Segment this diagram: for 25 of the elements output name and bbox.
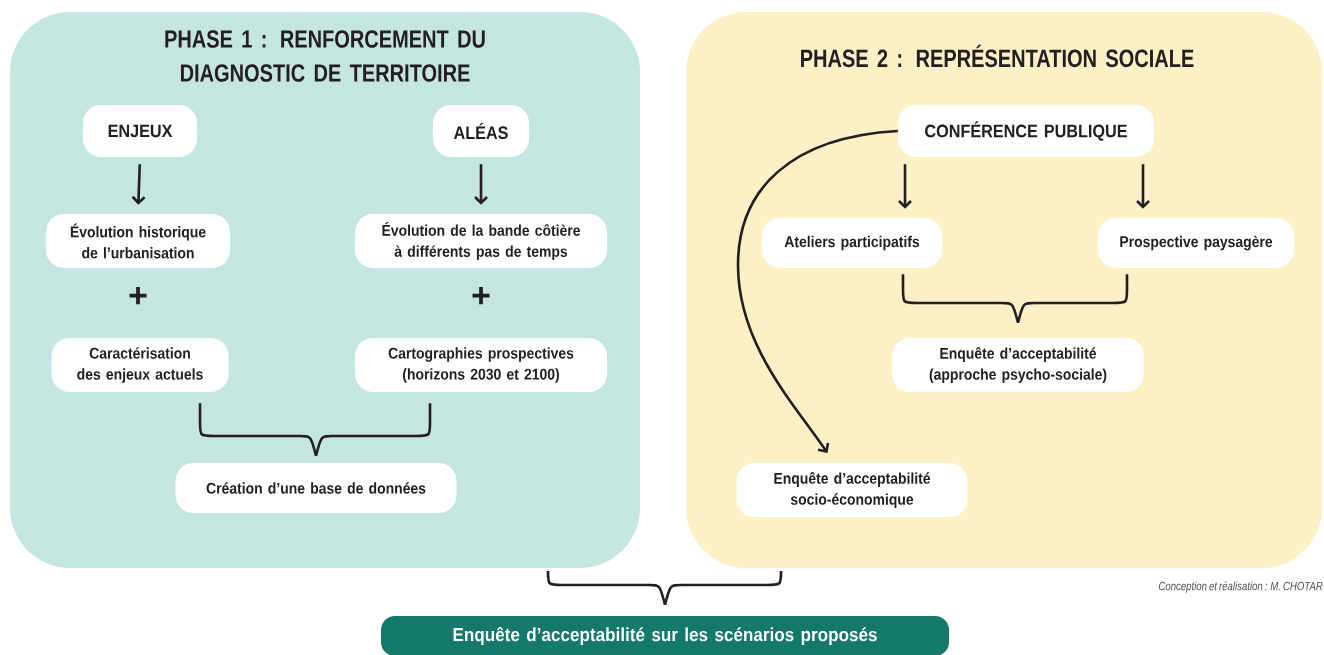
step-box: Ateliers participatifs [762, 218, 942, 268]
plus-sign: + [472, 287, 490, 305]
arrow [474, 164, 488, 205]
curved-arrow [736, 129, 898, 453]
step-box: Enquête d’acceptabilité (approche psycho-sociale) [892, 338, 1144, 392]
step-box: Prospective paysagère [1098, 218, 1294, 268]
result-box: Enquête d’acceptabilité sur les scénarios proposés [381, 616, 949, 655]
step-box: Cartographies prospectives (horizons 2030 et 2100) [355, 338, 607, 392]
arrow [131, 164, 146, 205]
credit-note: Conception et réalisation : M. CHOTAR [1158, 581, 1323, 593]
brace-connector [1016, 274, 1129, 324]
arrow [1136, 164, 1150, 209]
heading-box: ENJEUX [83, 105, 197, 157]
step-box: Évolution de la bande côtière à différents pas de temps [355, 214, 607, 268]
heading-box: CONFÉRENCE PUBLIQUE [898, 105, 1154, 157]
plus-sign: + [129, 287, 147, 305]
brace-connector [901, 274, 1020, 324]
step-box: Création d’une base de données [175, 463, 457, 513]
heading-box: ALÉAS [433, 105, 529, 157]
step-box: Enquête d’acceptabilité socio-économique [736, 463, 968, 517]
brace-connector [198, 403, 318, 457]
step-box: Caractérisation des enjeux actuels [51, 338, 229, 392]
brace-connector [314, 403, 432, 457]
arrow [898, 164, 912, 209]
step-box: Évolution historique de l’urbanisation [46, 214, 230, 268]
